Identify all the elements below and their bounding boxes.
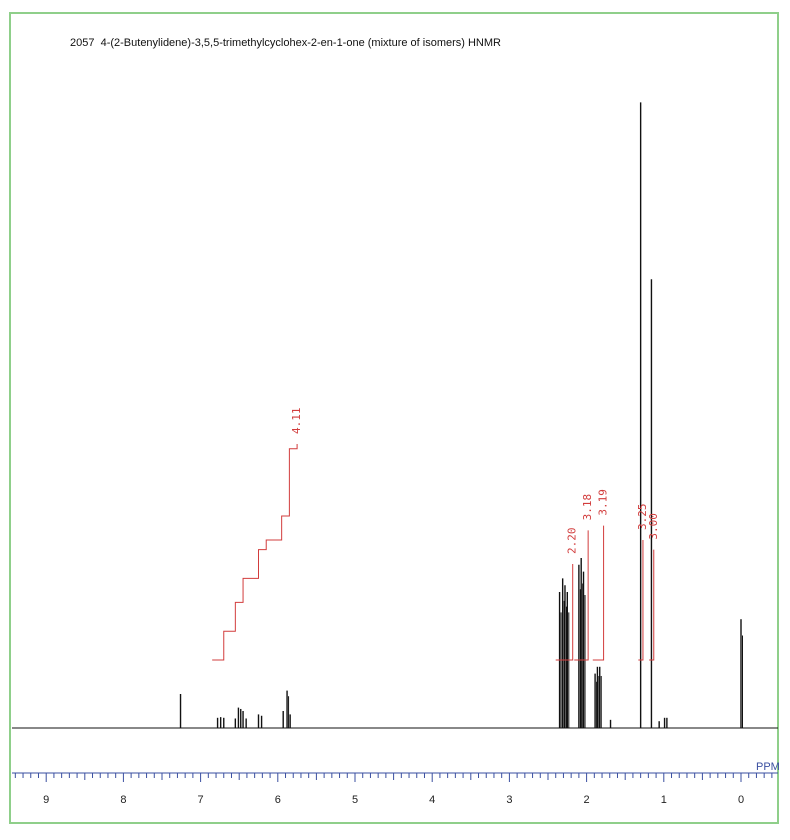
axis-tick-label: 1 xyxy=(661,794,667,806)
axis-tick-label: 0 xyxy=(738,794,744,806)
axis-tick-label: 4 xyxy=(429,794,435,806)
chart-title: 2057 4-(2-Butenylidene)-3,5,5-trimethylc… xyxy=(70,37,501,49)
axis-tick-label: 7 xyxy=(198,794,204,806)
integral-curve xyxy=(638,540,644,661)
integral-label: 3.00 xyxy=(647,513,660,540)
axis-tick-label: 5 xyxy=(352,794,358,806)
axis-tick-label: 3 xyxy=(506,794,512,806)
integral-curve xyxy=(649,549,655,661)
integral-label: 3.25 xyxy=(636,504,649,531)
integral-curve xyxy=(212,444,298,661)
peaks-layer xyxy=(179,102,743,728)
ppm-axis: 9 8 7 6 5 4 3 2 1 0 PPM xyxy=(12,761,780,806)
integral-curve xyxy=(555,564,574,661)
axis-unit-label: PPM xyxy=(756,761,780,773)
axis-tick-label: 9 xyxy=(43,794,49,806)
spectrum-frame xyxy=(9,12,779,824)
integral-label: 2.20 xyxy=(566,528,579,555)
integral-label: 3.19 xyxy=(597,489,610,516)
axis-tick-label: 8 xyxy=(120,794,126,806)
axis-tick-label: 6 xyxy=(275,794,281,806)
axis-tick-label: 2 xyxy=(584,794,590,806)
integral-label: 3.18 xyxy=(581,494,594,521)
integral-curve xyxy=(574,530,589,661)
integral-curve xyxy=(592,525,605,661)
integral-label: 4.11 xyxy=(290,408,303,435)
